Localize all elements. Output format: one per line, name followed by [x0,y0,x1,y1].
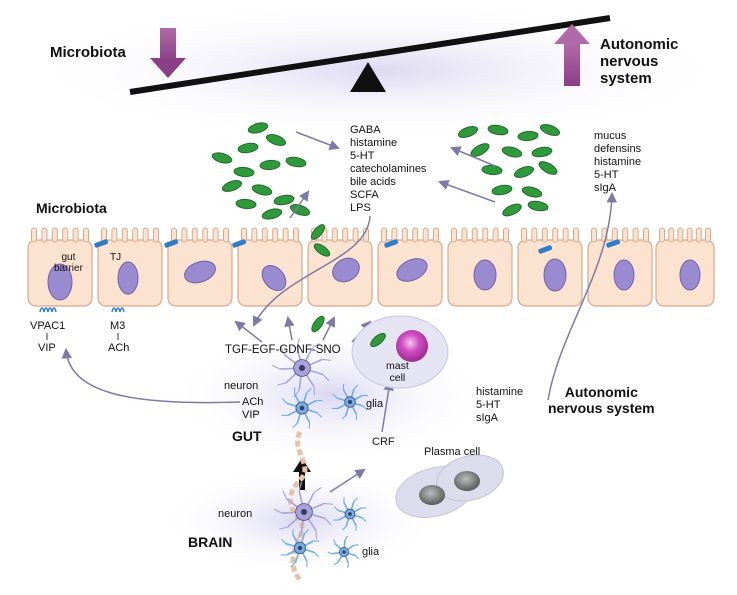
microbiota-label: Microbiota [36,200,107,216]
gut-barrier-label: gut barrier [54,252,83,274]
tj-label: TJ [110,252,122,263]
brain-glia-cell [280,528,320,568]
epithelial-cell [27,227,93,307]
seesaw-fulcrum [350,62,386,92]
bacterium [221,180,243,192]
bacterium [273,194,295,206]
top-glow [20,0,737,140]
metabolites-list: GABA histamine 5-HT catecholamines bile … [350,124,427,214]
epithelium [27,227,715,307]
bacterium [538,161,558,175]
bacterium [235,198,257,210]
gut-label: GUT [232,428,262,444]
secretions-list: mucus defensins histamine 5-HT sIgA [594,130,642,194]
epithelial-cell [167,227,233,307]
epithelial-cell [237,227,303,307]
bacterium [527,200,549,212]
bacterium [481,164,503,176]
bacterium [531,146,553,158]
bacterium [491,184,513,196]
ans-up-arrow [554,24,590,86]
epithelial-cell [655,227,715,307]
bacterium [370,332,386,348]
gut-glia-cell [332,384,368,420]
crf-label: CRF [372,436,395,448]
neurons-glia [271,337,368,569]
bacterium [539,124,561,136]
receptors [39,307,125,313]
bacterium [237,142,259,154]
epithelial-cell [587,227,653,307]
brain-label: BRAIN [188,534,233,550]
bacterium [513,166,535,178]
bacteria-cluster [211,122,561,220]
bacterium [457,126,479,138]
brain-neuron-label: neuron [218,508,253,520]
bacterium [247,122,269,134]
bacterium [211,152,233,164]
epithelial-cell [447,227,513,307]
brain-glia-label: glia [362,546,380,558]
mast-products-list: histamine 5-HT sIgA [476,386,524,424]
bacterium [501,146,523,158]
brain-glia-cell [327,535,360,569]
bacterium [517,130,539,142]
plasma-cells [395,454,504,518]
gut-neurotransmitters: ACh VIP [242,396,264,421]
ans-label: Autonomic nervous system [548,384,655,416]
top-ans-label: Autonomic nervous system [600,36,679,87]
epithelial-cell [517,227,583,307]
seesaw-beam [129,15,611,95]
gut-neuron-label: neuron [224,380,259,392]
top-microbiota-label: Microbiota [50,44,126,61]
bacterium [521,186,543,198]
brain-glia-cell [333,497,367,531]
bacterium [487,124,509,136]
epithelial-cell [97,227,163,307]
tight-junctions [94,239,621,254]
bacterium [311,315,325,333]
bacterium [313,243,331,257]
bacterium [310,224,326,240]
m3-label: M3 [110,320,126,332]
gut-neuron [271,337,332,398]
mast-cell-label: mast cell [386,360,409,384]
vpac1-label: VPAC1 [30,320,66,332]
growth-factors-label: TGF-EGF-GDNF-SNO [225,344,341,356]
bacterium [233,166,255,178]
vip-receptor-label: VIP [38,342,56,354]
gut-glia-label: glia [366,398,384,410]
gut-glia-cell [281,387,323,429]
bacterium [251,184,273,196]
epithelial-cell [377,227,443,307]
brain-neuron [273,481,334,542]
bacterium [289,204,311,216]
ach-receptor-label: ACh [108,342,130,354]
bacterium [259,159,281,171]
epithelial-cell [307,227,373,307]
brain-glow [160,465,440,575]
bacterium [470,143,490,157]
bacterium [261,208,283,220]
mast-cell [351,315,449,389]
bacterium [265,134,287,146]
plasma-cell-label: Plasma cell [424,446,481,458]
bacterium [285,156,307,168]
bacterium [502,203,522,217]
microbiota-down-arrow [150,28,186,78]
